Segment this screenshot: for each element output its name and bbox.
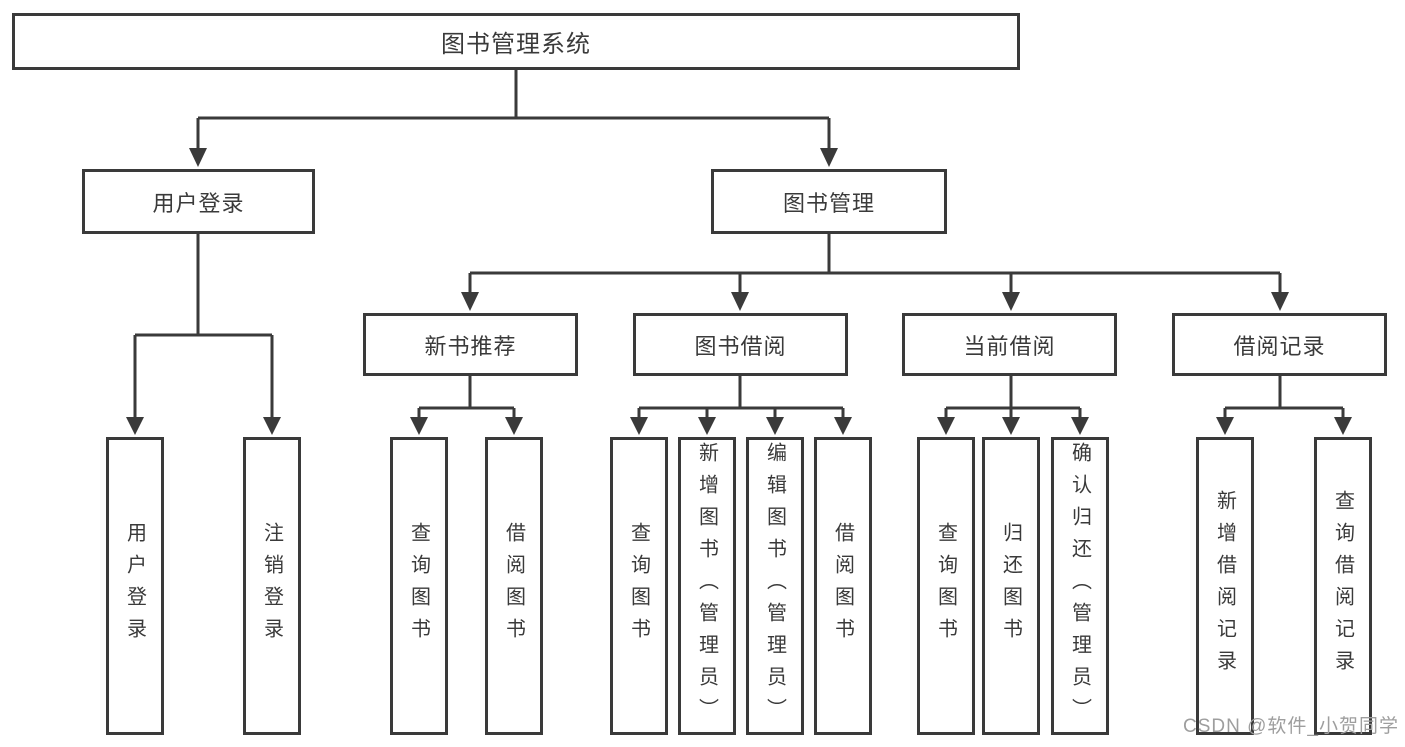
arrowhead-icon xyxy=(1002,292,1020,311)
arrowhead-icon xyxy=(1002,417,1020,435)
node-label: 当前借阅 xyxy=(963,333,1056,359)
arrowhead-icon xyxy=(937,417,955,435)
leaf-edit-books-admin: 编辑图书（管理员） xyxy=(746,437,804,735)
leaf-borrow-books: 借阅图书 xyxy=(814,437,872,735)
node-new-book-recommendation: 新书推荐 xyxy=(363,313,578,376)
leaf-query-books-recommend: 查询图书 xyxy=(390,437,448,735)
node-label: 新增借阅记录 xyxy=(1213,490,1236,682)
node-label: 借阅记录 xyxy=(1233,333,1326,359)
connector-stems xyxy=(133,70,1345,419)
node-current-borrowing: 当前借阅 xyxy=(902,313,1117,376)
node-label: 归还图书 xyxy=(999,522,1022,650)
node-library-management-system: 图书管理系统 xyxy=(12,13,1020,70)
leaf-user-login: 用户登录 xyxy=(106,437,164,735)
arrowhead-icon xyxy=(834,417,852,435)
node-label: 查询图书 xyxy=(407,522,430,650)
node-label: 查询图书 xyxy=(934,522,957,650)
arrowhead-icon xyxy=(698,417,716,435)
leaf-query-books-borrow: 查询图书 xyxy=(610,437,668,735)
node-book-borrowing: 图书借阅 xyxy=(633,313,848,376)
arrowhead-icon xyxy=(461,292,479,311)
arrowhead-icon xyxy=(766,417,784,435)
node-label: 借阅图书 xyxy=(831,522,854,650)
node-label: 图书管理系统 xyxy=(441,31,591,58)
node-label: 图书借阅 xyxy=(694,333,787,359)
leaf-add-books-admin: 新增图书（管理员） xyxy=(678,437,736,735)
node-label: 借阅图书 xyxy=(502,522,525,650)
arrowhead-icon xyxy=(126,417,144,435)
arrowhead-icon xyxy=(1334,417,1352,435)
leaf-return-books: 归还图书 xyxy=(982,437,1040,735)
node-label: 编辑图书（管理员） xyxy=(763,442,786,730)
node-label: 注销登录 xyxy=(260,522,283,650)
node-borrowing-records: 借阅记录 xyxy=(1172,313,1387,376)
leaf-borrow-books-recommend: 借阅图书 xyxy=(485,437,543,735)
arrowhead-icon xyxy=(1271,292,1289,311)
arrowhead-icon xyxy=(189,148,207,167)
node-label: 用户登录 xyxy=(152,190,245,216)
node-label: 图书管理 xyxy=(782,190,875,216)
arrowhead-icon xyxy=(505,417,523,435)
node-label: 用户登录 xyxy=(123,522,146,650)
node-book-management: 图书管理 xyxy=(711,169,947,234)
arrowhead-icon xyxy=(731,292,749,311)
arrowheads xyxy=(126,148,1352,435)
node-label: 新增图书（管理员） xyxy=(695,442,718,730)
arrowhead-icon xyxy=(410,417,428,435)
arrowhead-icon xyxy=(1216,417,1234,435)
node-label: 查询借阅记录 xyxy=(1331,490,1354,682)
csdn-watermark: CSDN @软件_小贺同学 xyxy=(1183,716,1399,737)
node-user-login: 用户登录 xyxy=(82,169,315,234)
leaf-query-books-current: 查询图书 xyxy=(917,437,975,735)
leaf-confirm-return-admin: 确认归还（管理员） xyxy=(1051,437,1109,735)
node-label: 新书推荐 xyxy=(424,333,517,359)
leaf-query-borrow-record: 查询借阅记录 xyxy=(1314,437,1372,735)
node-label: 查询图书 xyxy=(627,522,650,650)
node-label: 确认归还（管理员） xyxy=(1068,442,1091,730)
arrowhead-icon xyxy=(820,148,838,167)
arrowhead-icon xyxy=(1071,417,1089,435)
arrowhead-icon xyxy=(263,417,281,435)
leaf-add-borrow-record: 新增借阅记录 xyxy=(1196,437,1254,735)
leaf-logout: 注销登录 xyxy=(243,437,301,735)
arrowhead-icon xyxy=(630,417,648,435)
